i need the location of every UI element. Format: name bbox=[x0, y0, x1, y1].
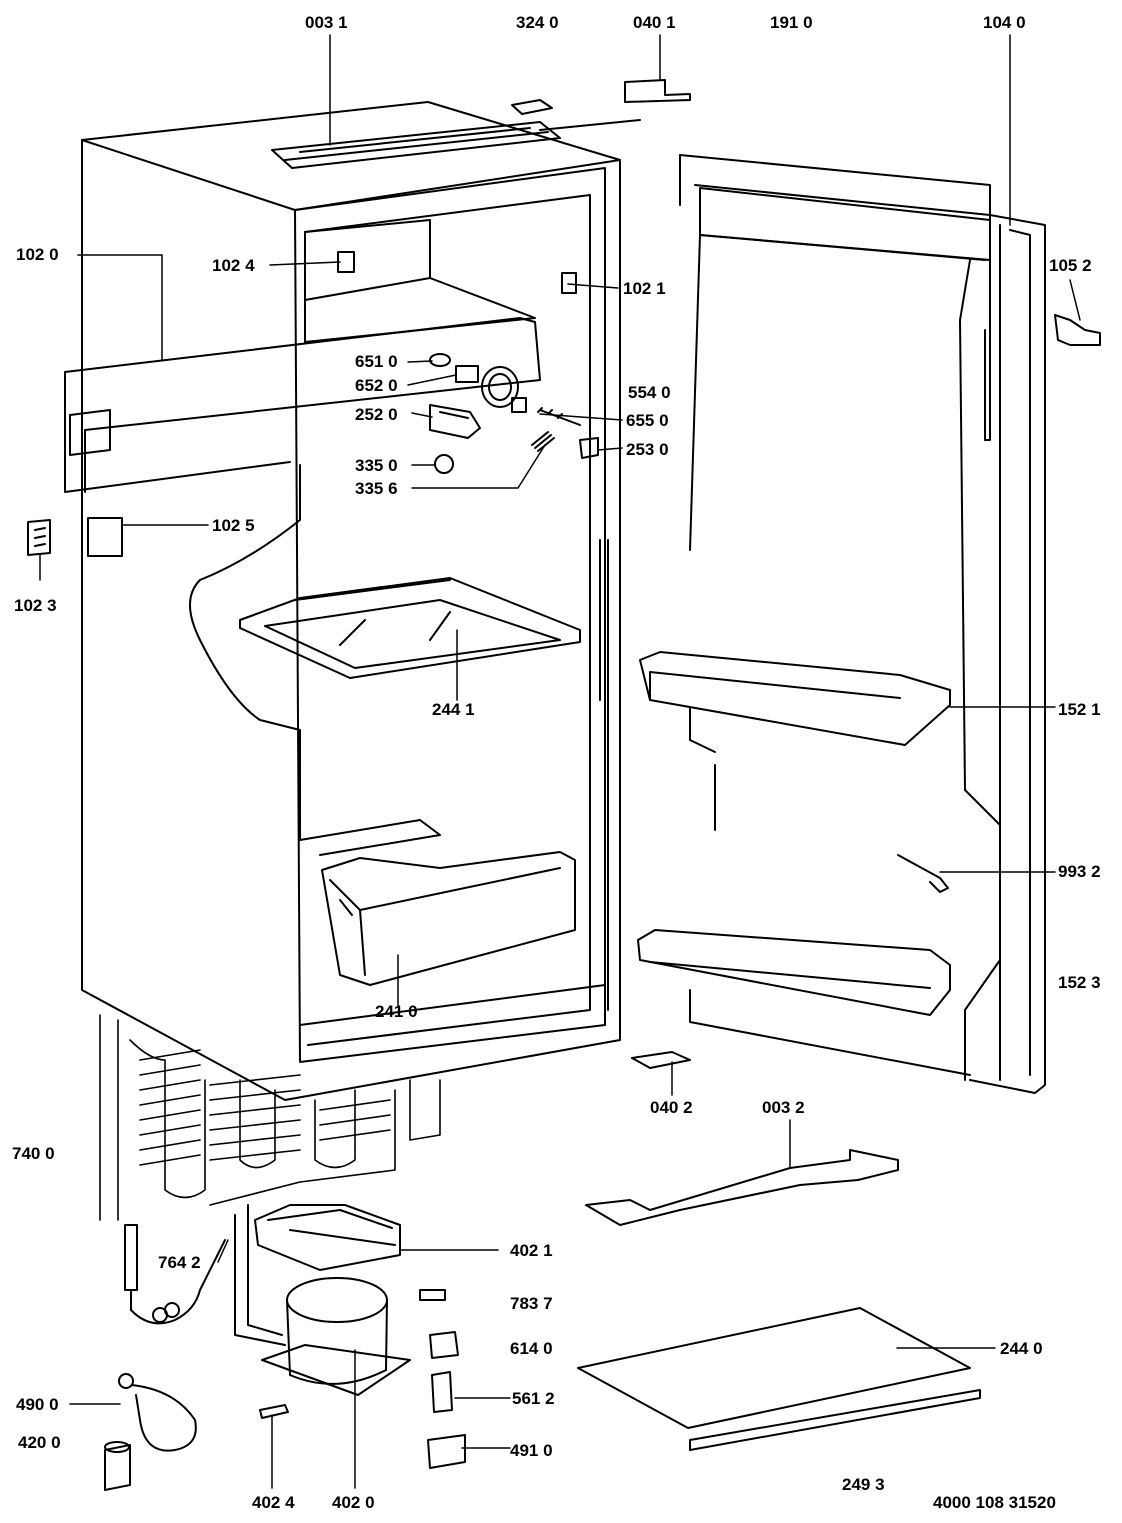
crisper-drawer bbox=[321, 851, 576, 986]
part-label-7837: 783 7 bbox=[510, 1294, 553, 1313]
part-label-3240: 324 0 bbox=[516, 13, 559, 32]
control-components bbox=[27, 251, 599, 557]
part-label-7642: 764 2 bbox=[158, 1253, 201, 1272]
part-label-4021: 402 1 bbox=[510, 1241, 553, 1260]
part-label-0031: 003 1 bbox=[305, 13, 348, 32]
cabinet-body bbox=[64, 101, 621, 1101]
part-label-1910: 191 0 bbox=[770, 13, 813, 32]
part-label-2441: 244 1 bbox=[432, 700, 475, 719]
part-label-6140: 614 0 bbox=[510, 1339, 553, 1358]
door bbox=[637, 154, 1101, 1094]
part-label-9932: 993 2 bbox=[1058, 862, 1101, 881]
part-label-3356: 335 6 bbox=[355, 479, 398, 498]
part-label-3350: 335 0 bbox=[355, 456, 398, 475]
part-label-2520: 252 0 bbox=[355, 405, 398, 424]
part-label-5540: 554 0 bbox=[628, 383, 671, 402]
top-hinges bbox=[511, 79, 691, 131]
part-label-4200: 420 0 bbox=[18, 1433, 61, 1452]
part-label-1023: 102 3 bbox=[14, 596, 57, 615]
part-label-0402: 040 2 bbox=[650, 1098, 693, 1117]
part-label-1021: 102 1 bbox=[623, 279, 666, 298]
condenser bbox=[99, 1014, 441, 1221]
part-label-2493: 249 3 bbox=[842, 1475, 885, 1494]
part-label-1024: 102 4 bbox=[212, 256, 255, 275]
part-label-4024: 402 4 bbox=[252, 1493, 295, 1512]
leader-lines bbox=[39, 34, 1081, 1489]
electrical-parts bbox=[104, 1331, 466, 1491]
part-label-1521: 152 1 bbox=[1058, 700, 1101, 719]
document-number: 4000 108 31520 bbox=[933, 1493, 1056, 1512]
part-label-6520: 652 0 bbox=[355, 376, 398, 395]
part-label-1040: 104 0 bbox=[983, 13, 1026, 32]
part-label-1025: 102 5 bbox=[212, 516, 255, 535]
bottom-parts bbox=[577, 1051, 981, 1451]
drier-and-capillary bbox=[124, 1224, 226, 1325]
part-label-1052: 105 2 bbox=[1049, 256, 1092, 275]
part-label-6550: 655 0 bbox=[626, 411, 669, 430]
part-label-0032: 003 2 bbox=[762, 1098, 805, 1117]
part-label-2530: 253 0 bbox=[626, 440, 669, 459]
part-label-2440: 244 0 bbox=[1000, 1339, 1043, 1358]
glass-shelf bbox=[239, 577, 581, 679]
part-label-1523: 152 3 bbox=[1058, 973, 1101, 992]
part-label-6510: 651 0 bbox=[355, 352, 398, 371]
part-label-4900: 490 0 bbox=[16, 1395, 59, 1414]
part-label-1020: 102 0 bbox=[16, 245, 59, 264]
part-label-5612: 561 2 bbox=[512, 1389, 555, 1408]
part-label-0401: 040 1 bbox=[633, 13, 676, 32]
part-label-7400: 740 0 bbox=[12, 1144, 55, 1163]
part-label-4910: 491 0 bbox=[510, 1441, 553, 1460]
part-label-4020: 402 0 bbox=[332, 1493, 375, 1512]
part-label-2410: 241 0 bbox=[375, 1002, 418, 1021]
compressor bbox=[234, 1204, 446, 1396]
